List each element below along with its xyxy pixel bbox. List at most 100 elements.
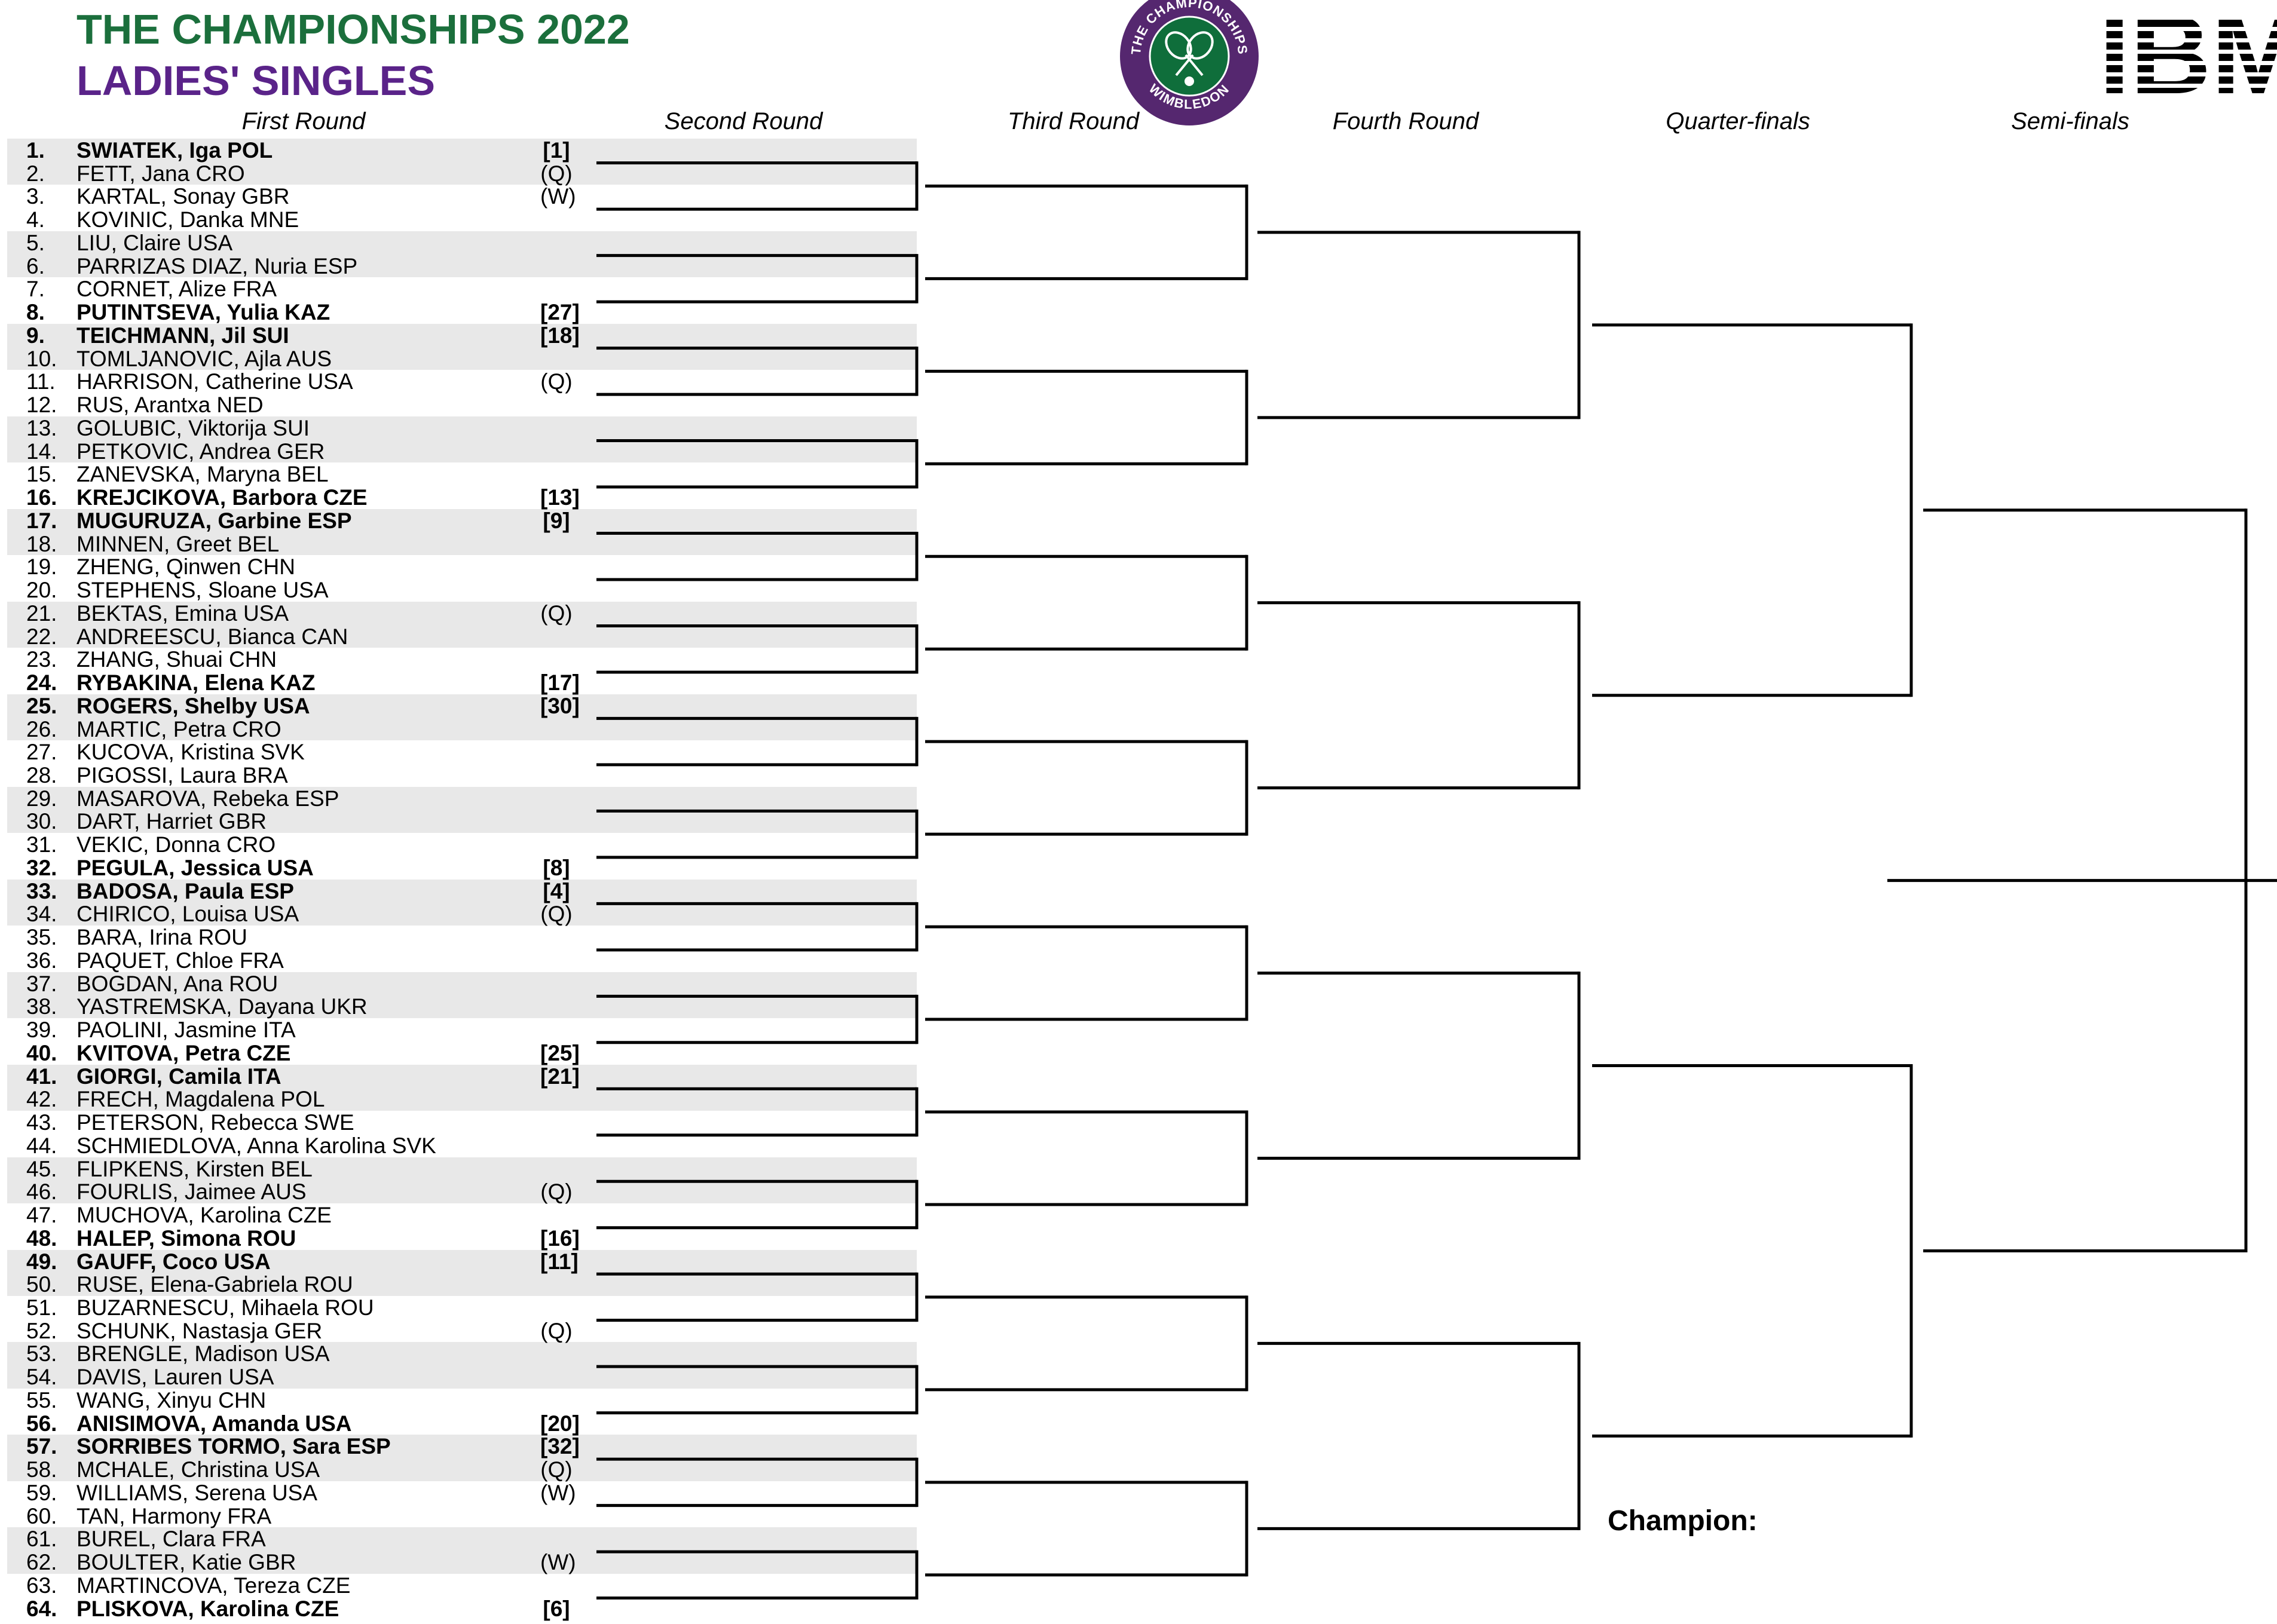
draw-position: 50. <box>26 1272 57 1297</box>
draw-position: 35. <box>26 925 57 950</box>
draw-position: 32. <box>26 855 57 880</box>
draw-position: 49. <box>26 1249 57 1274</box>
player-name: SCHMIEDLOVA, Anna Karolina SVK <box>76 1133 436 1158</box>
seed-label: [32] <box>540 1434 580 1459</box>
seed-label: (Q) <box>540 161 573 186</box>
round-header-quarterfinals: Quarter-finals <box>1666 108 1810 134</box>
player-name: PARRIZAS DIAZ, Nuria ESP <box>76 253 358 278</box>
player-name: MASAROVA, Rebeka ESP <box>76 786 339 811</box>
draw-position: 51. <box>26 1295 57 1320</box>
draw-position: 1. <box>26 138 45 163</box>
ibm-logo: IBM <box>2098 8 2277 102</box>
draw-position: 23. <box>26 647 57 672</box>
player-name: FOURLIS, Jaimee AUS <box>76 1179 307 1205</box>
player-name: PAOLINI, Jasmine ITA <box>76 1018 296 1043</box>
player-name: MUCHOVA, Karolina CZE <box>76 1203 332 1228</box>
draw-position: 17. <box>26 508 57 533</box>
player-name: KOVINIC, Danka MNE <box>76 207 299 232</box>
draw-position: 31. <box>26 832 57 857</box>
seed-label: (W) <box>540 1480 576 1505</box>
draw-position: 20. <box>26 578 57 603</box>
seed-label: [8] <box>543 855 570 880</box>
draw-position: 33. <box>26 878 57 903</box>
draw-position: 26. <box>26 716 57 741</box>
draw-position: 64. <box>26 1596 57 1621</box>
player-name: BADOSA, Paula ESP <box>76 878 294 903</box>
player-name: YASTREMSKA, Dayana UKR <box>76 994 368 1019</box>
player-name: SORRIBES TORMO, Sara ESP <box>76 1434 391 1459</box>
player-name: FETT, Jana CRO <box>76 161 245 186</box>
player-name: SCHUNK, Nastasja GER <box>76 1318 323 1343</box>
draw-position: 55. <box>26 1387 57 1412</box>
seed-label: (Q) <box>540 1318 573 1343</box>
seed-label: [18] <box>540 323 580 348</box>
draw-position: 39. <box>26 1018 57 1043</box>
tournament-title: THE CHAMPIONSHIPS 2022 <box>76 6 630 53</box>
player-name: ROGERS, Shelby USA <box>76 693 310 718</box>
seed-label: [17] <box>540 670 580 695</box>
player-name: ZHANG, Shuai CHN <box>76 647 277 672</box>
round-header-semifinals: Semi-finals <box>2011 108 2129 134</box>
draw-position: 37. <box>26 971 57 996</box>
draw-position: 7. <box>26 277 45 302</box>
draw-position: 10. <box>26 346 57 371</box>
seed-label: [30] <box>540 693 580 718</box>
draw-position: 28. <box>26 762 57 788</box>
seed-label: (W) <box>540 184 576 209</box>
player-name: MUGURUZA, Garbine ESP <box>76 508 352 533</box>
player-name: VEKIC, Donna CRO <box>76 832 276 857</box>
draw-position: 5. <box>26 230 45 255</box>
seed-label: [20] <box>540 1411 580 1436</box>
player-name: LIU, Claire USA <box>76 230 233 255</box>
draw-position: 11. <box>26 369 56 394</box>
draw-position: 13. <box>26 415 57 440</box>
player-name: GOLUBIC, Viktorija SUI <box>76 415 310 440</box>
draw-position: 48. <box>26 1225 57 1251</box>
draw-position: 12. <box>26 393 57 418</box>
draw-position: 29. <box>26 786 57 811</box>
player-name: CORNET, Alize FRA <box>76 277 277 302</box>
draw-position: 27. <box>26 740 57 765</box>
player-name: PUTINTSEVA, Yulia KAZ <box>76 300 330 325</box>
seed-label: [9] <box>543 508 570 533</box>
draw-position: 21. <box>26 600 57 626</box>
player-name: BARA, Irina ROU <box>76 925 247 950</box>
player-name: TEICHMANN, Jil SUI <box>76 323 289 348</box>
player-name: GIORGI, Camila ITA <box>76 1064 281 1089</box>
draw-position: 40. <box>26 1040 57 1065</box>
seed-label: [21] <box>540 1064 580 1089</box>
player-name: KREJCIKOVA, Barbora CZE <box>76 485 368 510</box>
player-name: STEPHENS, Sloane USA <box>76 578 329 603</box>
player-name: CHIRICO, Louisa USA <box>76 902 299 927</box>
seed-label: (Q) <box>540 369 573 394</box>
event-subtitle: LADIES' SINGLES <box>76 57 436 104</box>
draw-position: 46. <box>26 1179 57 1205</box>
seed-label: [1] <box>543 138 570 163</box>
draw-position: 25. <box>26 693 57 718</box>
draw-position: 59. <box>26 1480 57 1505</box>
draw-position: 19. <box>26 554 57 580</box>
player-name: BRENGLE, Madison USA <box>76 1341 330 1366</box>
player-name: KARTAL, Sonay GBR <box>76 184 290 209</box>
draw-position: 62. <box>26 1550 57 1575</box>
seed-label: (W) <box>540 1550 576 1575</box>
player-name: PIGOSSI, Laura BRA <box>76 762 288 788</box>
player-name: MARTIC, Petra CRO <box>76 716 281 741</box>
draw-position: 53. <box>26 1341 57 1366</box>
round-header-third: Third Round <box>1007 108 1140 134</box>
player-name: PAQUET, Chloe FRA <box>76 948 284 973</box>
draw-position: 8. <box>26 300 45 325</box>
draw-position: 56. <box>26 1411 57 1436</box>
draw-position: 30. <box>26 809 57 834</box>
round-header-first: First Round <box>241 108 366 134</box>
player-name: RYBAKINA, Elena KAZ <box>76 670 316 695</box>
draw-position: 60. <box>26 1503 57 1528</box>
draw-position: 36. <box>26 948 57 973</box>
player-name: TOMLJANOVIC, Ajla AUS <box>76 346 332 371</box>
wimbledon-logo: THE CHAMPIONSHIPS WIMBLEDON <box>1120 0 1259 125</box>
player-name: KVITOVA, Petra CZE <box>76 1040 291 1065</box>
draw-position: 41. <box>26 1064 57 1089</box>
draw-position: 43. <box>26 1110 57 1135</box>
draw-position: 15. <box>26 462 57 487</box>
draw-position: 57. <box>26 1434 57 1459</box>
